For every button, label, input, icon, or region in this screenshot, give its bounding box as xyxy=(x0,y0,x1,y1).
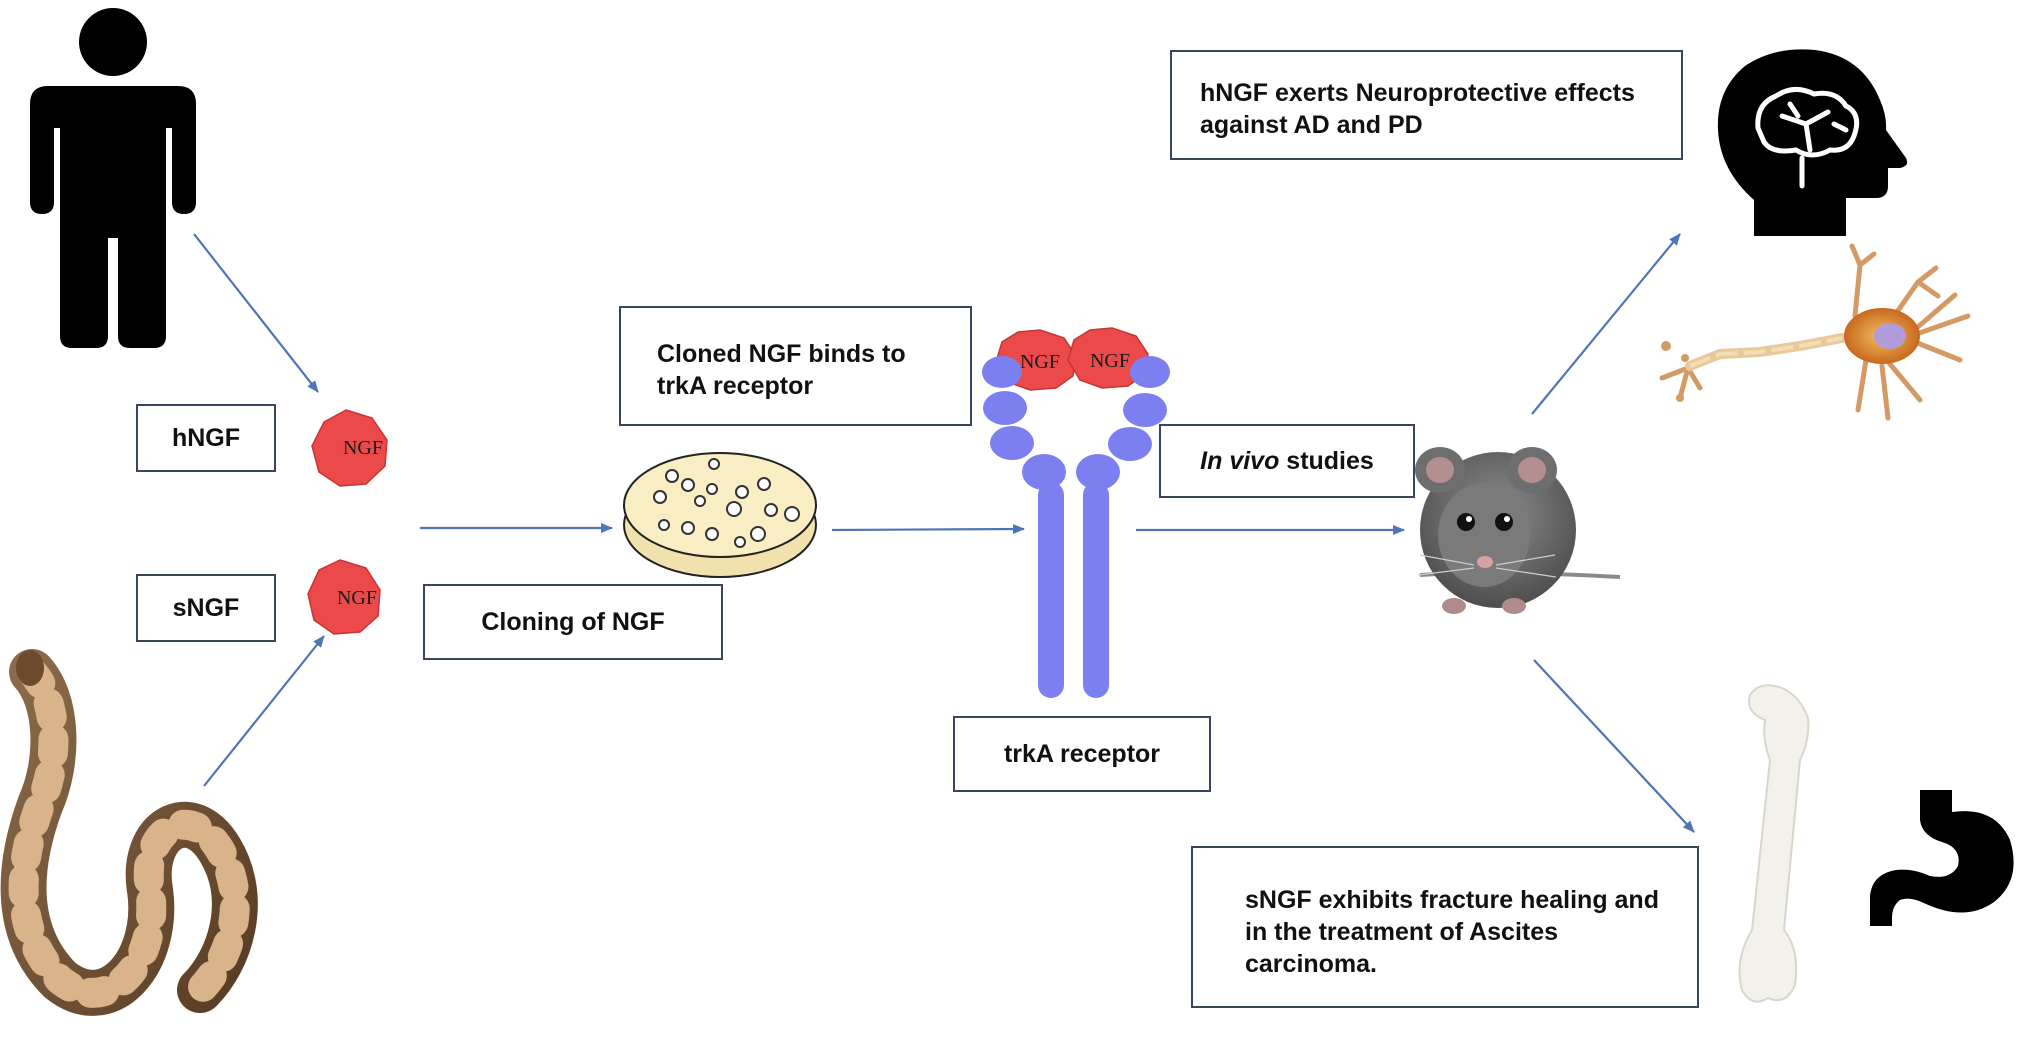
hngf-label-box: hNGF xyxy=(136,404,276,472)
neuro-label-box: hNGF exerts Neuroprotective effects agai… xyxy=(1170,50,1683,160)
fracture-label: sNGF exhibits fracture healing and in th… xyxy=(1245,886,1659,978)
trka-label-box: trkA receptor xyxy=(953,716,1211,792)
sngf-label-box: sNGF xyxy=(136,574,276,642)
stomach-icon xyxy=(1870,790,2014,926)
neuro-label: hNGF exerts Neuroprotective effects agai… xyxy=(1200,79,1635,139)
mouse-icon xyxy=(1415,447,1621,614)
ngf-label: NGF xyxy=(1090,350,1130,372)
arrow-dish-to-receptor xyxy=(831,524,1025,535)
snake-icon xyxy=(0,649,258,1016)
trka-label: trkA receptor xyxy=(1003,740,1161,768)
trka-receptor-icon xyxy=(982,356,1170,698)
binding-label: Cloned NGF binds to trkA receptor xyxy=(657,340,906,400)
arrows xyxy=(193,233,1695,833)
invivo-label-box: In vivo studies xyxy=(1159,424,1415,498)
sngf-label: sNGF xyxy=(172,594,240,622)
brain-head-icon xyxy=(1717,49,1908,236)
arrow-human-to-ngf xyxy=(193,233,319,393)
arrow-mouse-to-neuro xyxy=(1531,233,1681,415)
binding-label-box: Cloned NGF binds to trkA receptor xyxy=(619,306,972,426)
neuron-icon xyxy=(1659,243,1971,421)
arrow-mouse-to-fracture xyxy=(1533,659,1695,833)
bone-icon xyxy=(1738,684,1810,1003)
hngf-label: hNGF xyxy=(171,424,241,452)
ngf-molecule-bound-right xyxy=(1067,327,1149,389)
ngf-label: NGF xyxy=(337,587,377,609)
petri-dish-icon xyxy=(623,452,817,578)
ngf-molecule-h xyxy=(311,409,388,487)
human-icon xyxy=(30,8,196,348)
invivo-label: In vivo studies xyxy=(1200,445,1374,477)
ngf-label: NGF xyxy=(1020,351,1060,373)
cloning-label: Cloning of NGF xyxy=(481,608,665,636)
ngf-molecule-s xyxy=(307,559,381,635)
arrow-snake-to-ngf xyxy=(203,635,325,787)
invivo-italic: In vivo xyxy=(1200,447,1280,475)
ngf-label: NGF xyxy=(343,437,383,459)
fracture-label-box: sNGF exhibits fracture healing and in th… xyxy=(1191,846,1699,1008)
invivo-rest: studies xyxy=(1279,447,1374,475)
cloning-label-box: Cloning of NGF xyxy=(423,584,723,660)
